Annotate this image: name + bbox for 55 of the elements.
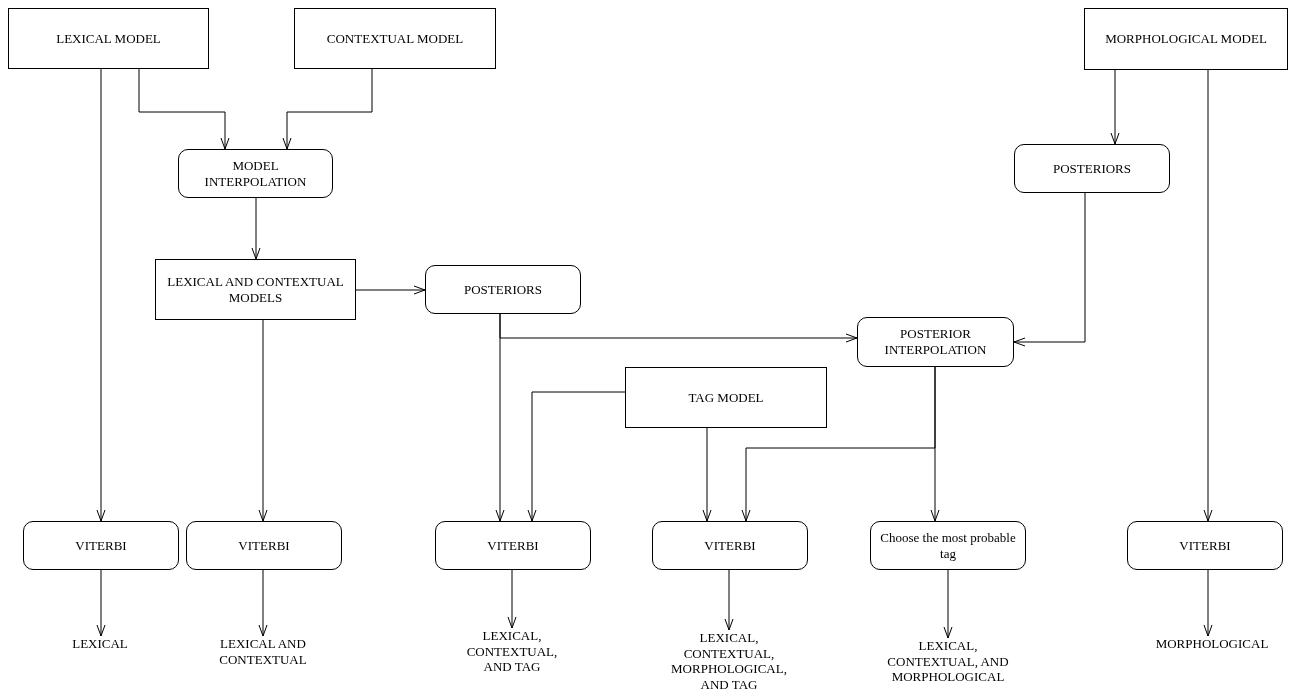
output-label: LEXICAL	[71, 636, 129, 652]
arrow	[1013, 192, 1086, 347]
output-label: MORPHOLOGICAL	[1154, 636, 1270, 652]
box-label: POSTERIORS	[463, 281, 543, 298]
box-label: MODEL INTERPOLATION	[203, 157, 308, 190]
box-label: VITERBI	[486, 537, 540, 554]
arrow	[258, 569, 268, 637]
box-label: VITERBI	[237, 537, 291, 554]
box-label: TAG MODEL	[687, 389, 765, 406]
arrow	[96, 68, 106, 522]
arrow	[527, 391, 626, 522]
arrow	[258, 319, 268, 522]
arrow	[282, 68, 373, 150]
process-box	[186, 521, 342, 570]
arrow	[138, 68, 230, 150]
box-label: CONTEXTUAL MODEL	[325, 30, 465, 47]
arrow	[724, 569, 734, 631]
model-box	[294, 8, 496, 69]
process-box	[178, 149, 333, 198]
box-label: LEXICAL AND CONTEXTUAL MODELS	[166, 273, 345, 306]
box-label: VITERBI	[703, 537, 757, 554]
model-box	[625, 367, 827, 428]
model-box	[1084, 8, 1288, 70]
model-box	[8, 8, 209, 69]
arrow	[355, 285, 426, 295]
model-box	[155, 259, 356, 320]
output-label: LEXICAL AND CONTEXTUAL	[218, 636, 308, 668]
output-label: LEXICAL, CONTEXTUAL, MORPHOLOGICAL, AND TAG	[670, 630, 788, 691]
box-label: VITERBI	[1178, 537, 1232, 554]
arrow	[1203, 569, 1213, 637]
output-label: LEXICAL, CONTEXTUAL, AND MORPHOLOGICAL	[886, 638, 1010, 685]
process-box	[435, 521, 591, 570]
arrow	[507, 569, 517, 629]
process-box	[23, 521, 179, 570]
box-label: Choose the most probable tag	[879, 529, 1017, 562]
process-box	[857, 317, 1014, 367]
process-box	[652, 521, 808, 570]
box-label: POSTERIOR INTERPOLATION	[883, 326, 988, 358]
process-box	[1014, 144, 1170, 193]
process-box	[870, 521, 1026, 570]
arrow	[930, 366, 940, 522]
box-label: MORPHOLOGICAL MODEL	[1104, 31, 1268, 47]
arrow	[1203, 69, 1213, 522]
arrow	[251, 197, 261, 260]
process-box	[1127, 521, 1283, 570]
output-label: LEXICAL, CONTEXTUAL, AND TAG	[465, 628, 559, 675]
arrow	[702, 427, 712, 522]
box-label: VITERBI	[74, 537, 128, 554]
arrow	[495, 313, 505, 522]
box-label: LEXICAL MODEL	[55, 30, 162, 47]
arrow	[1110, 69, 1120, 145]
process-box	[425, 265, 581, 314]
arrow	[943, 569, 953, 639]
arrow	[96, 569, 106, 637]
box-label: POSTERIORS	[1052, 160, 1132, 177]
